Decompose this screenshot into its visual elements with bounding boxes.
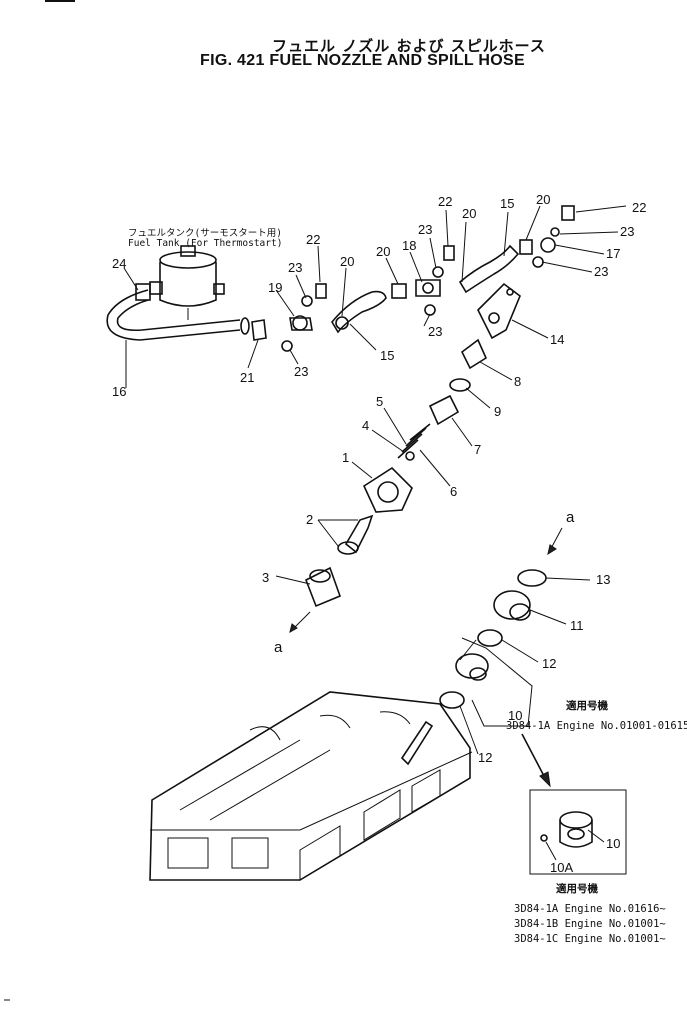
- callout-23e: 23: [294, 364, 308, 379]
- callout-10a: 10A: [550, 860, 573, 875]
- callout-23c: 23: [620, 224, 634, 239]
- callout-19: 19: [268, 280, 282, 295]
- sleeve-11: [493, 590, 531, 621]
- callout-16: 16: [112, 384, 126, 399]
- callout-6: 6: [450, 484, 457, 499]
- callout-20d: 20: [536, 192, 550, 207]
- spacer-7: [428, 394, 460, 426]
- callout-23f: 23: [428, 324, 442, 339]
- callout-23: 23: [288, 260, 302, 275]
- callout-7: 7: [474, 442, 481, 457]
- spring-6: [397, 423, 431, 459]
- callout-a-lower: a: [274, 639, 283, 656]
- callout-1: 1: [342, 450, 349, 465]
- nozzle-holder-1: [362, 466, 413, 513]
- callout-22: 22: [306, 232, 320, 247]
- callout-24: 24: [112, 256, 126, 271]
- callout-11: 11: [570, 618, 584, 633]
- callout-20: 20: [340, 254, 354, 269]
- hose-15-right: [458, 244, 520, 294]
- callout-15: 15: [500, 196, 514, 211]
- callout-12b: 12: [478, 750, 492, 765]
- sleeve-3: [304, 566, 342, 608]
- nozzle-2: [337, 514, 374, 555]
- callout-labels: 24 22 23 19 20 20 18 23 22 20 15 20 22 2…: [112, 192, 646, 875]
- callout-14: 14: [550, 332, 564, 347]
- banjo-18: [391, 245, 455, 316]
- seal-12-lower: [439, 691, 465, 709]
- fitting-21: [251, 319, 267, 341]
- callout-13: 13: [596, 572, 610, 587]
- banjo-17: [519, 205, 575, 268]
- sleeve-10: [455, 653, 489, 681]
- callout-22c: 22: [632, 200, 646, 215]
- clamp-24: [135, 283, 151, 301]
- callout-21: 21: [240, 370, 254, 385]
- callout-2: 2: [306, 512, 313, 527]
- fuel-tank: [149, 245, 225, 320]
- callout-3: 3: [262, 570, 269, 585]
- callout-23d: 23: [594, 264, 608, 279]
- callout-15b: 15: [380, 348, 394, 363]
- tank-label-jp: フュエルタンク(サーモスタート用): [128, 228, 282, 239]
- o-ring-13: [517, 569, 547, 587]
- leader-lines: [123, 205, 627, 861]
- callout-23b: 23: [418, 222, 432, 237]
- hose-15-left: [331, 290, 387, 334]
- callout-5: 5: [376, 394, 383, 409]
- applicability-2-heading: 適用号機: [556, 882, 598, 895]
- inset-frame: [529, 789, 627, 875]
- nozzle-nut-8: [460, 338, 488, 370]
- tank-label-en: Fuel Tank (For Thermostart): [128, 238, 282, 249]
- seat-4: [405, 451, 415, 461]
- washer-9: [449, 378, 471, 392]
- bracket-14: [477, 282, 521, 340]
- install-arrow: [521, 733, 551, 788]
- applicability-1-line: 3D84-1A Engine No.01001-01615: [506, 720, 687, 732]
- title-english: FIG. 421 FUEL NOZZLE AND SPILL HOSE: [200, 52, 525, 69]
- callout-10b: 10: [606, 836, 620, 851]
- callout-17: 17: [606, 246, 620, 261]
- callout-18: 18: [402, 238, 416, 253]
- hose-16: [106, 289, 241, 341]
- callout-8: 8: [514, 374, 521, 389]
- banjo-19: [281, 283, 327, 352]
- callout-20c: 20: [462, 206, 476, 221]
- callout-22b: 22: [438, 194, 452, 209]
- applicability-2-line-3: 3D84-1C Engine No.01001~: [514, 933, 666, 945]
- callout-10: 10: [508, 708, 522, 723]
- callout-12: 12: [542, 656, 556, 671]
- callout-a-upper: a: [566, 509, 575, 526]
- title-japanese: フュエル ノズル および スピルホース: [272, 37, 546, 55]
- cylinder-head: [149, 691, 473, 881]
- seal-12: [477, 629, 503, 647]
- callout-9: 9: [494, 404, 501, 419]
- applicability-1-heading: 適用号機: [566, 699, 608, 712]
- callout-4: 4: [362, 418, 369, 433]
- applicability-2-line-1: 3D84-1A Engine No.01616~: [514, 903, 666, 915]
- callout-20b: 20: [376, 244, 390, 259]
- corner-mark: [45, 0, 75, 2]
- applicability-2-line-2: 3D84-1B Engine No.01001~: [514, 918, 666, 930]
